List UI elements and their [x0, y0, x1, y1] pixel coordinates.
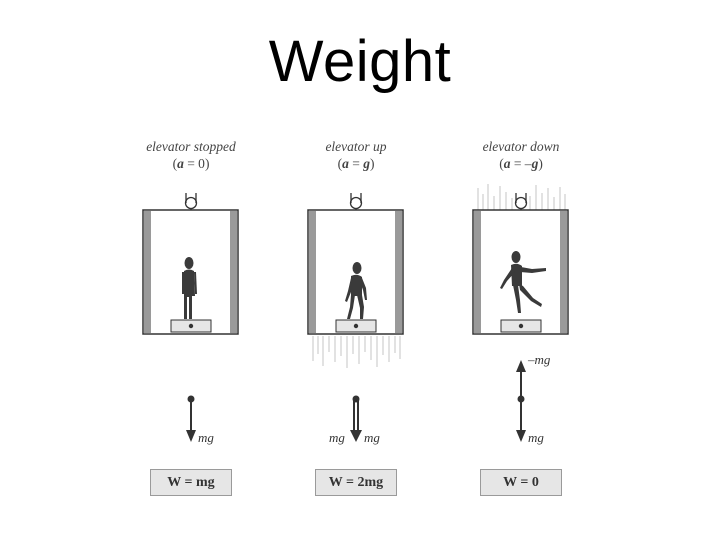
person-crouching-icon [345, 262, 367, 319]
force-label-mg-right: mg [364, 430, 380, 445]
force-label-minus-mg: –mg [528, 352, 551, 367]
panel-elevator-down: elevator down (a = –g) [436, 138, 606, 508]
result-weight-down: W = 0 [480, 469, 562, 496]
person-floating-icon [500, 251, 546, 313]
scale-icon [335, 319, 377, 333]
condition-elevator-up: (a = g) [337, 156, 375, 171]
panel-elevator-stopped: elevator stopped (a = 0) mg [106, 138, 276, 508]
motion-lines-above [477, 184, 566, 210]
elevator-up-diagram [307, 193, 404, 442]
accel-symbol: a [342, 156, 349, 171]
cable-hook-icon [349, 193, 363, 212]
result-weight-stopped: W = mg [150, 469, 232, 496]
force-label-mg: mg [528, 430, 544, 445]
condition-elevator-stopped: (a = 0) [172, 156, 210, 171]
condition-relation: = [348, 156, 364, 171]
accel-symbol: a [503, 156, 511, 171]
condition-relation: = – [510, 156, 532, 171]
slide-title: Weight [268, 29, 452, 94]
force-arrow-up-down [516, 360, 526, 442]
panel-elevator-up: elevator up (a = g) [271, 138, 441, 508]
scale-icon [170, 319, 212, 333]
cable-hook-icon [514, 193, 528, 212]
person-standing-icon [182, 257, 197, 319]
force-arrow-down [186, 395, 196, 442]
result-weight-up: W = 2mg [315, 469, 397, 496]
condition-relation: = 0 [183, 156, 205, 171]
force-label-mg: mg [198, 430, 214, 445]
motion-lines-below [312, 336, 401, 368]
cable-hook-icon [184, 193, 198, 212]
accel-symbol: a [177, 156, 184, 171]
scale-icon [500, 319, 542, 333]
force-arrow-double-down [350, 395, 362, 442]
force-label-mg-left: mg [329, 430, 345, 445]
gravity-symbol: g [531, 156, 539, 171]
caption-elevator-stopped: elevator stopped [146, 139, 236, 154]
gravity-symbol: g [363, 156, 370, 171]
elevator-down-diagram [472, 184, 569, 442]
caption-elevator-down: elevator down [482, 139, 560, 154]
elevator-stopped-diagram [142, 193, 239, 442]
condition-elevator-down: (a = –g) [499, 156, 543, 171]
caption-elevator-up: elevator up [325, 139, 387, 154]
